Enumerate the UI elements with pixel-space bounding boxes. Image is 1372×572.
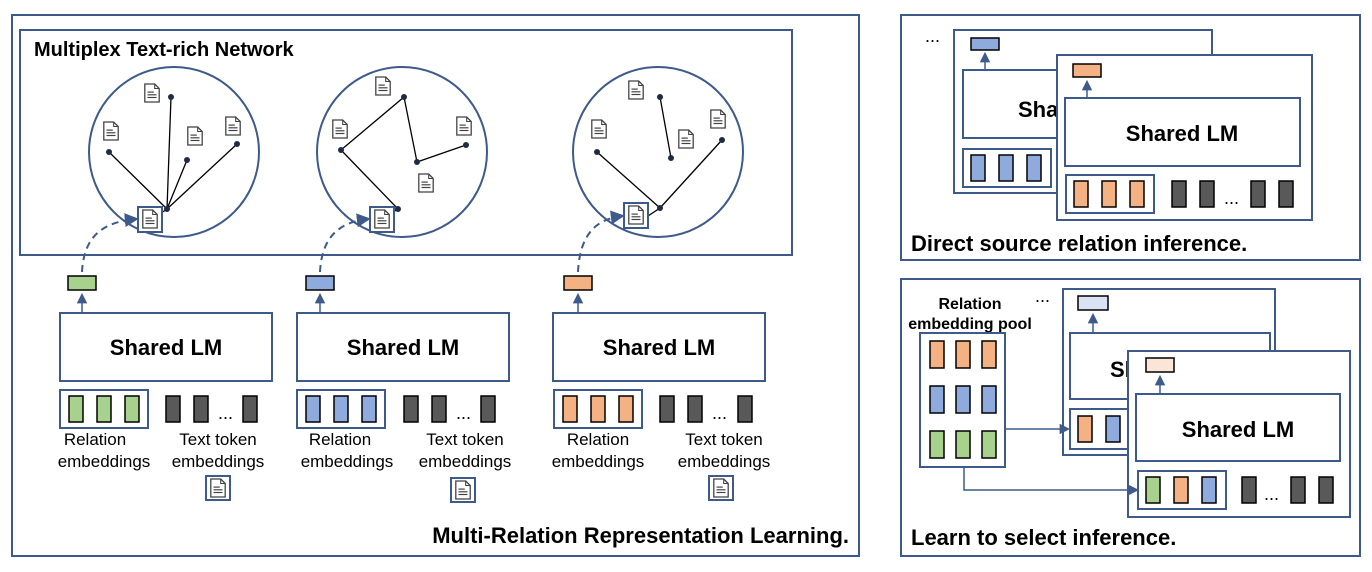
- output-embedding-orange: [563, 275, 593, 291]
- direct-panel: ... Sha Shared LM ... Direct source rela…: [900, 14, 1361, 261]
- select-front-output: [1145, 357, 1175, 373]
- document-icon: [628, 205, 644, 225]
- select-back-lm-label: Sl: [1110, 357, 1131, 382]
- text-token-label-line2: embeddings: [419, 452, 512, 471]
- graph-2: [316, 66, 488, 238]
- relation-embeddings-group-3: [553, 389, 643, 429]
- back-output-embedding: [970, 37, 1000, 51]
- shared-lm-box-1: [59, 312, 273, 382]
- text-token-label-line1: Text token: [179, 430, 257, 449]
- text-token-label-line2: embeddings: [678, 452, 771, 471]
- ellipsis: ...: [1224, 188, 1239, 208]
- ellipsis: ...: [1264, 484, 1279, 504]
- lm-column-3: Shared LM ... Relation embeddings Text t…: [552, 275, 771, 501]
- network-box: [19, 29, 793, 256]
- document-icon: [225, 116, 241, 136]
- select-caption: Learn to select inference.: [911, 525, 1176, 550]
- ellipsis: ...: [925, 26, 940, 46]
- shared-lm-label-2: Shared LM: [347, 335, 459, 360]
- select-panel: Relation embedding pool ... Sl Shared LM: [900, 278, 1361, 557]
- document-icon: [678, 129, 694, 149]
- relation-label-line2: embeddings: [301, 452, 394, 471]
- document-icon: [591, 119, 607, 139]
- dashed-arrow-1: [81, 213, 139, 273]
- document-icon: [455, 480, 471, 500]
- pool-to-front-card-arrow: [963, 467, 1140, 496]
- text-token-label-line1: Text token: [426, 430, 504, 449]
- lm-column-2: Shared LM ... Relation embeddings Text t…: [296, 275, 512, 503]
- ellipsis: ...: [712, 403, 727, 423]
- document-icon: [456, 116, 472, 136]
- relation-label-line2: embeddings: [58, 452, 151, 471]
- output-embedding-green: [67, 275, 97, 291]
- document-icon: [710, 109, 726, 129]
- graph-1: [88, 66, 260, 238]
- ellipsis: ...: [218, 403, 233, 423]
- pool-label-line2: embedding pool: [908, 316, 1032, 333]
- relation-label-line1: Relation: [567, 430, 629, 449]
- front-lm-box: [1064, 97, 1301, 167]
- relation-label-line1: Relation: [309, 430, 371, 449]
- document-icon: [103, 121, 119, 141]
- relation-label-line2: embeddings: [552, 452, 645, 471]
- select-panel-border: [900, 278, 1361, 557]
- front-lm-label: Shared LM: [1126, 121, 1238, 146]
- main-panel: Multiplex Text-rich Network: [11, 14, 860, 557]
- text-token-label-line1: Text token: [685, 430, 763, 449]
- document-icon: [187, 126, 203, 146]
- main-caption: Multi-Relation Representation Learning.: [432, 523, 849, 548]
- shared-lm-box-2: [296, 312, 510, 382]
- direct-panel-border: [900, 14, 1361, 261]
- document-icon: [142, 209, 158, 229]
- front-output-embedding: [1072, 63, 1102, 78]
- relation-label-line1: Relation: [64, 430, 126, 449]
- document-icon: [713, 478, 729, 498]
- lm-column-1: Shared LM ... Relation embeddings Text t…: [58, 275, 273, 501]
- document-icon: [210, 478, 226, 498]
- relation-embeddings-group-2: [296, 389, 386, 429]
- main-panel-border: [11, 14, 860, 557]
- shared-lm-label-1: Shared LM: [110, 335, 222, 360]
- back-lm-label: Sha: [1018, 97, 1059, 122]
- graph-3: [572, 66, 744, 238]
- document-icon: [332, 119, 348, 139]
- document-icon: [418, 173, 434, 193]
- output-embedding-blue: [305, 275, 335, 291]
- shared-lm-box-3: [552, 312, 766, 382]
- relation-embeddings-group-1: [59, 389, 149, 429]
- network-title: Multiplex Text-rich Network: [34, 39, 295, 61]
- select-back-output: [1077, 295, 1109, 311]
- document-icon: [375, 76, 391, 96]
- select-front-lm-label: Shared LM: [1182, 417, 1294, 442]
- document-icon: [144, 83, 160, 103]
- document-icon: [628, 80, 644, 100]
- ellipsis: ...: [456, 403, 471, 423]
- document-icon: [374, 209, 390, 229]
- ellipsis: ...: [1035, 286, 1050, 306]
- select-front-lm-box: [1135, 393, 1341, 462]
- shared-lm-label-3: Shared LM: [603, 335, 715, 360]
- text-token-label-line2: embeddings: [172, 452, 265, 471]
- pool-label-line1: Relation: [938, 296, 1001, 313]
- direct-caption: Direct source relation inference.: [911, 231, 1247, 256]
